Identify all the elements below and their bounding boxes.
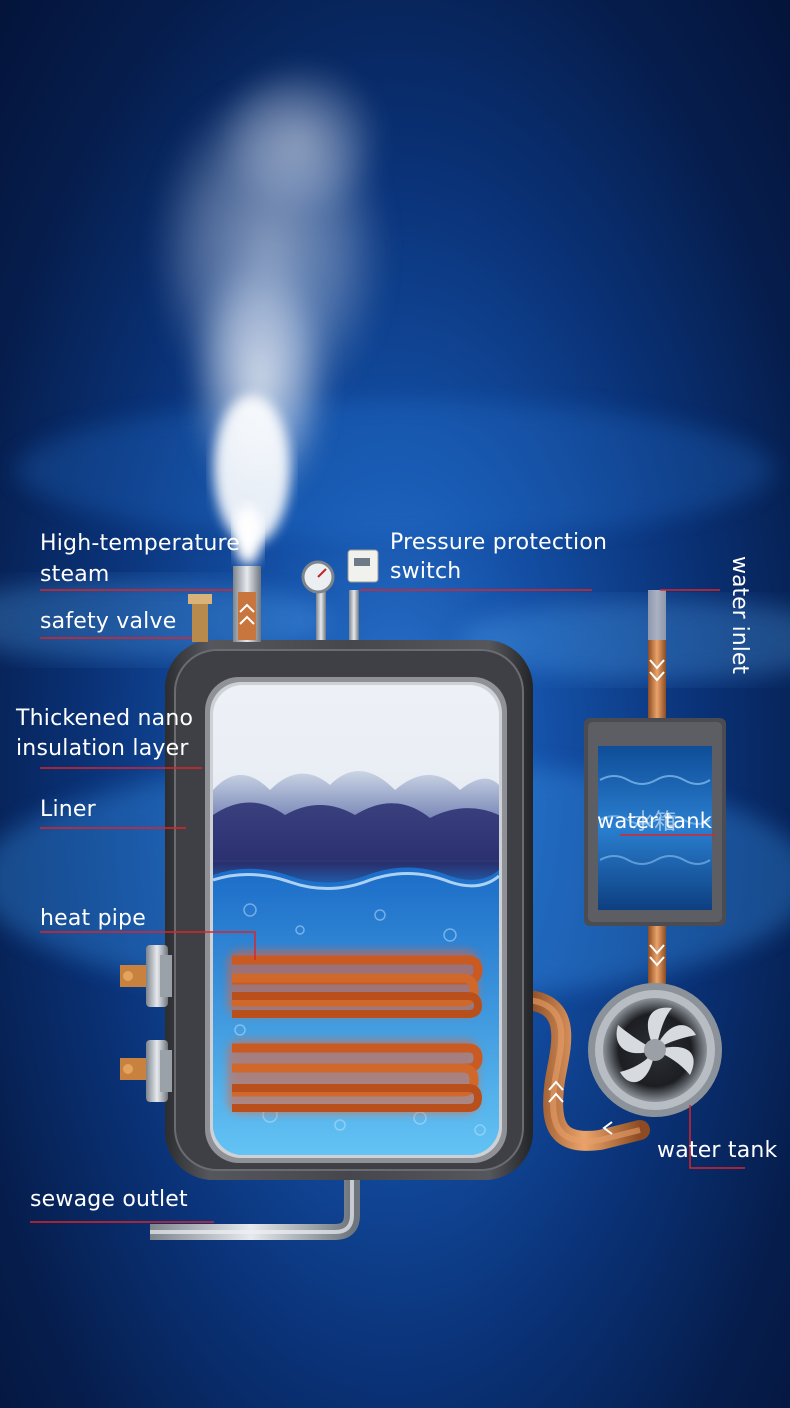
sewage-outlet-pipe bbox=[150, 1180, 360, 1240]
heat-pipe-upper bbox=[228, 950, 483, 1018]
label-water-tank-pump: water tank bbox=[657, 1138, 778, 1163]
pressure-gauge bbox=[301, 560, 335, 640]
label-water-inlet: water inlet bbox=[727, 556, 752, 675]
steam-plume bbox=[150, 60, 390, 565]
label-pressure-protection-line2: switch bbox=[390, 559, 462, 584]
label-sewage-outlet: sewage outlet bbox=[30, 1187, 188, 1212]
label-pressure-protection-line1: Pressure protection bbox=[390, 530, 608, 555]
fan-icon bbox=[616, 1007, 696, 1083]
safety-valve-fitting bbox=[188, 594, 212, 642]
pressure-switch-fitting bbox=[347, 549, 379, 640]
label-liner: Liner bbox=[40, 797, 96, 822]
label-high-temperature-steam-line1: High-temperature bbox=[40, 531, 240, 556]
water-pump bbox=[588, 983, 722, 1117]
leader-lines bbox=[30, 589, 745, 1223]
water-inlet-pipe bbox=[648, 590, 666, 995]
steam-outlet-pipe bbox=[233, 566, 261, 642]
label-safety-valve: safety valve bbox=[40, 609, 177, 634]
heater-flange-lower bbox=[120, 1040, 172, 1102]
label-water-tank-cn: 水箱 bbox=[632, 810, 677, 835]
pump-feed-pipe bbox=[518, 990, 650, 1151]
heat-pipe-lower bbox=[228, 1040, 483, 1114]
label-water-tank-box: water tank bbox=[597, 809, 713, 833]
label-insulation-line2: insulation layer bbox=[16, 736, 189, 761]
heater-flange-upper bbox=[120, 945, 172, 1007]
label-insulation-line1: Thickened nano bbox=[16, 706, 194, 731]
label-heat-pipe: heat pipe bbox=[40, 906, 146, 931]
label-high-temperature-steam-line2: steam bbox=[40, 562, 110, 587]
water-tank-box bbox=[584, 718, 726, 926]
